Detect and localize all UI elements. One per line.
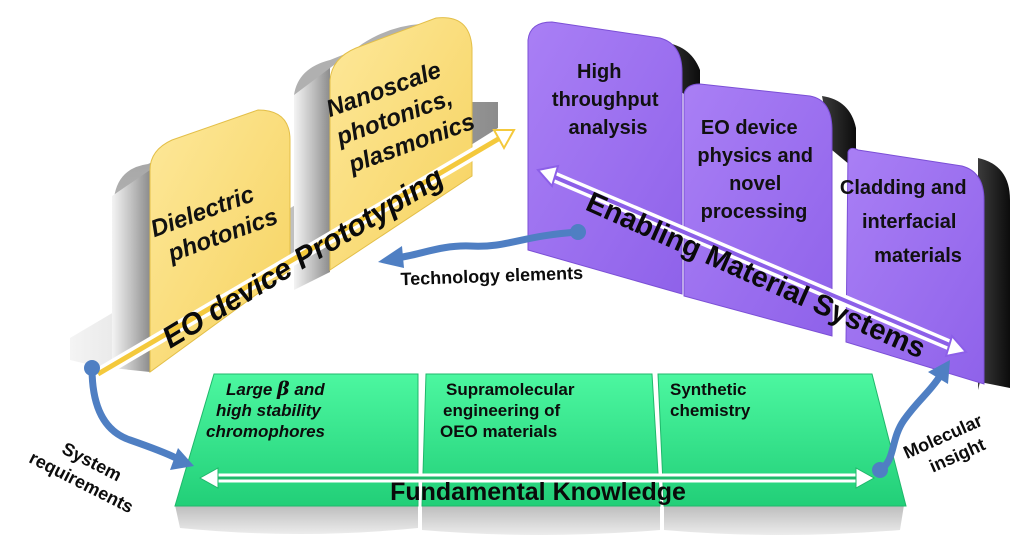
technology-flow-label: Technology elements	[400, 263, 583, 289]
prototyping-block-2-depth	[294, 62, 330, 290]
prototyping-arrow-shaft	[96, 135, 502, 377]
system-flow-dot	[84, 360, 100, 376]
materials-block-1-text: High throughput analysis	[552, 61, 664, 139]
knowledge-group: Large β and high stability chromophores …	[174, 373, 907, 535]
materials-block-2	[683, 83, 833, 337]
flow-arrows	[84, 224, 950, 478]
materials-block-2-text: EO device physics and novel processing	[697, 117, 818, 223]
system-flow-arrow	[88, 364, 180, 462]
knowledge-block-2-text: Supramolecular engineering of OEO materi…	[440, 380, 579, 441]
prototyping-arrow-head	[492, 129, 516, 151]
materials-block-3-side	[978, 158, 1010, 390]
materials-arrow-right-head	[944, 333, 968, 358]
technology-flow-arrow	[392, 228, 582, 262]
prototyping-group: Dielectric photonics Nanoscale photonics…	[70, 17, 516, 380]
molecular-flow-dot	[872, 462, 888, 478]
knowledge-block-2	[421, 373, 661, 507]
materials-block-3-text: Cladding and interfacial materials	[840, 177, 972, 267]
knowledge-arrow-right-head	[855, 467, 876, 489]
materials-arrow-shaft	[551, 174, 953, 348]
prototyping-block-1-depth	[112, 170, 150, 372]
system-flow-arrow-head	[170, 448, 194, 470]
technology-flow-dot	[570, 224, 586, 240]
knowledge-arrow-left-head	[198, 467, 219, 489]
materials-arrow-left-head	[536, 164, 560, 189]
prototyping-block-2	[329, 17, 473, 271]
knowledge-title: Fundamental Knowledge	[390, 478, 686, 506]
molecular-flow-label: Molecular insight	[900, 408, 999, 484]
knowledge-block-1-bottom	[175, 505, 418, 534]
knowledge-block-3	[657, 373, 907, 507]
prototyping-block-1	[149, 109, 291, 373]
materials-group: High throughput analysis EO device physi…	[527, 21, 1010, 390]
molecular-flow-arrow	[876, 372, 944, 474]
knowledge-block-1-text: Large β and high stability chromophores	[206, 378, 329, 441]
molecular-flow-arrow-head	[928, 360, 950, 384]
materials-block-1	[527, 21, 683, 295]
technology-flow-arrow-head	[378, 246, 404, 268]
knowledge-block-3-bottom	[664, 505, 904, 535]
knowledge-block-2-bottom	[422, 505, 660, 535]
materials-block-3	[845, 147, 985, 385]
knowledge-block-3-text: Synthetic chemistry	[670, 380, 751, 420]
